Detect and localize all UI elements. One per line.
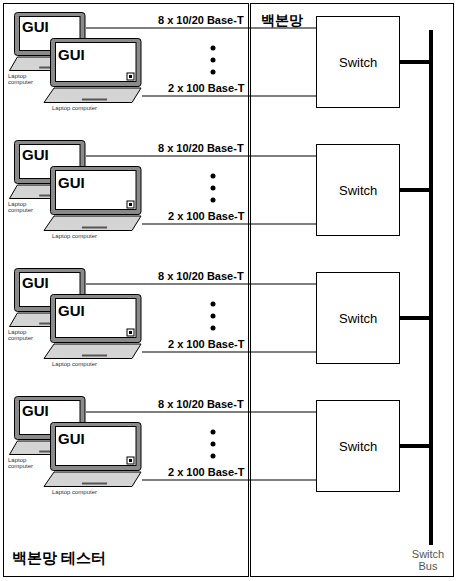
screen-label: GUI: [22, 274, 49, 291]
dot: [211, 326, 216, 331]
network-link: [86, 155, 316, 156]
bus-link: [400, 188, 431, 192]
laptop-lid: [51, 423, 142, 471]
laptop-caption: Laptop computer: [8, 73, 40, 85]
link-label: 8 x 10/20 Base-T: [158, 142, 244, 154]
panel-title: 백본망: [261, 12, 303, 30]
link-label: 2 x 100 Base-T: [168, 338, 244, 350]
bus-label: Switch Bus: [404, 548, 452, 572]
screen-label: GUI: [58, 430, 85, 447]
laptop-caption: Laptop computer: [52, 233, 97, 239]
laptop-screen: [56, 427, 137, 466]
dot: [211, 302, 216, 307]
switch-box: Switch: [316, 144, 400, 236]
laptop-computer: GUILaptop computer: [42, 294, 142, 360]
screen-icon: [129, 203, 132, 206]
laptop-caption: Laptop computer: [8, 201, 40, 213]
laptop-drawing: [42, 422, 142, 488]
laptop-base: [44, 216, 141, 231]
bus-link: [400, 60, 431, 64]
laptop-screen: [56, 43, 137, 82]
screen-label: GUI: [22, 402, 49, 419]
dot: [211, 198, 216, 203]
laptop-screen: [56, 171, 137, 210]
link-label: 8 x 10/20 Base-T: [158, 270, 244, 282]
screen-label: GUI: [22, 18, 49, 35]
screen-icon: [129, 331, 132, 334]
network-link: [142, 351, 316, 352]
laptop-computer: GUILaptop computer: [42, 422, 142, 488]
dot: [211, 186, 216, 191]
dot: [211, 58, 216, 63]
laptop-drawing: [42, 294, 142, 360]
laptop-base: [44, 88, 141, 103]
dot: [211, 46, 216, 51]
screen-icon: [129, 459, 132, 462]
laptop-base: [44, 472, 141, 487]
link-label: 2 x 100 Base-T: [168, 210, 244, 222]
laptop-touchpad: [82, 99, 107, 101]
dot: [211, 442, 216, 447]
bus-link: [400, 316, 431, 320]
link-label: 2 x 100 Base-T: [168, 82, 244, 94]
laptop-caption: Laptop computer: [8, 457, 40, 469]
screen-label: GUI: [22, 146, 49, 163]
laptop-caption: Laptop computer: [52, 489, 97, 495]
network-link: [142, 95, 316, 96]
switch-box: Switch: [316, 400, 400, 492]
laptop-touchpad: [82, 483, 107, 485]
panel-title: 백본망 테스터: [12, 549, 106, 568]
switch-label: Switch: [339, 439, 377, 454]
network-link: [86, 283, 316, 284]
link-label: 2 x 100 Base-T: [168, 466, 244, 478]
laptop-screen: [56, 299, 137, 338]
ellipsis-dots: [211, 46, 216, 459]
switch-label: Switch: [339, 311, 377, 326]
switch-bus-line: [429, 30, 433, 545]
switch-label: Switch: [339, 55, 377, 70]
network-link: [142, 223, 316, 224]
switch-box: Switch: [316, 16, 400, 108]
screen-icon: [129, 75, 132, 78]
switch-label: Switch: [339, 183, 377, 198]
link-label: 8 x 10/20 Base-T: [158, 14, 244, 26]
switch-box: Switch: [316, 272, 400, 364]
dot: [211, 70, 216, 75]
laptop-computer: GUILaptop computer: [42, 166, 142, 232]
dot: [211, 174, 216, 179]
dot: [211, 454, 216, 459]
screen-label: GUI: [58, 302, 85, 319]
screen-icon: [127, 457, 134, 464]
laptop-caption: Laptop computer: [52, 105, 97, 111]
laptop-drawing: [42, 166, 142, 232]
network-link: [142, 479, 316, 480]
laptop-caption: Laptop computer: [8, 329, 40, 341]
laptop-touchpad: [82, 227, 107, 229]
screen-icon: [127, 329, 134, 336]
laptop-caption: Laptop computer: [52, 361, 97, 367]
dot: [211, 314, 216, 319]
laptop-computer: GUILaptop computer: [42, 38, 142, 104]
link-label: 8 x 10/20 Base-T: [158, 398, 244, 410]
laptop-lid: [51, 39, 142, 87]
network-link: [86, 411, 316, 412]
screen-icon: [127, 201, 134, 208]
laptop-base: [44, 344, 141, 359]
screen-label: GUI: [58, 174, 85, 191]
laptop-touchpad: [82, 355, 107, 357]
laptop-lid: [51, 295, 142, 343]
dot: [211, 430, 216, 435]
screen-icon: [127, 73, 134, 80]
region-panel: 백본망SwitchSwitchSwitchSwitch: [251, 4, 453, 576]
bus-link: [400, 444, 431, 448]
laptop-lid: [51, 167, 142, 215]
laptop-drawing: [42, 38, 142, 104]
screen-label: GUI: [58, 46, 85, 63]
